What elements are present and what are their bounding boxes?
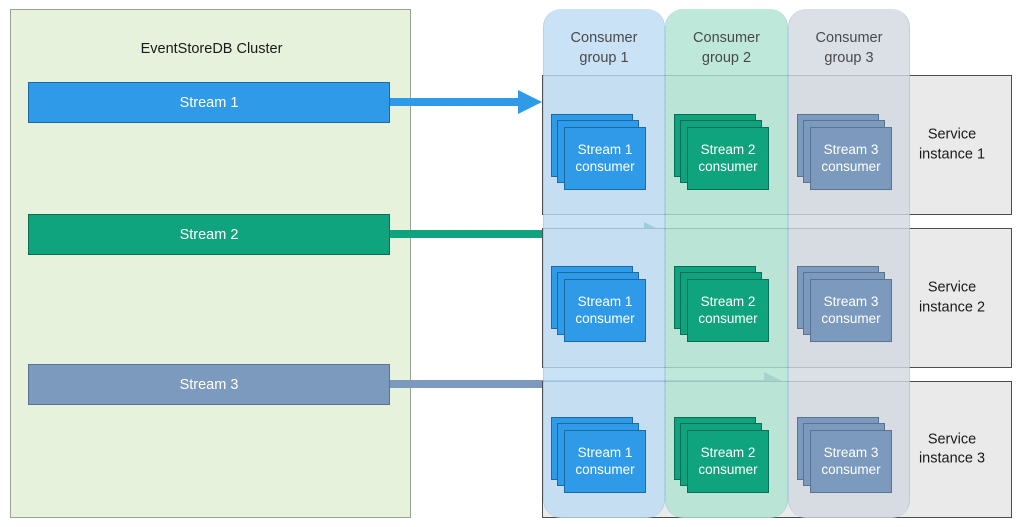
consumer-card-front[interactable]: Stream 3 consumer xyxy=(810,430,892,493)
stream-3-consumer-stack-instance-2[interactable]: Stream 3 consumer xyxy=(797,266,892,342)
consumer-card-front[interactable]: Stream 1 consumer xyxy=(564,430,646,493)
consumer-label-line2: consumer xyxy=(821,310,881,326)
consumer-card-front[interactable]: Stream 2 consumer xyxy=(687,430,769,493)
service-instance-1-line2: instance 1 xyxy=(918,146,986,162)
service-instance-2-label: Service instance 2 xyxy=(907,278,997,317)
consumer-label-line2: consumer xyxy=(698,158,758,174)
service-instance-2-line2: instance 2 xyxy=(918,299,986,315)
consumer-group-1-title: Consumer group 1 xyxy=(544,29,664,68)
consumer-label-line1: Stream 3 xyxy=(823,141,879,157)
consumer-card-front[interactable]: Stream 3 consumer xyxy=(810,127,892,190)
stream-1-bar[interactable]: Stream 1 xyxy=(28,82,390,123)
stream-3-consumer-stack-instance-3[interactable]: Stream 3 consumer xyxy=(797,417,892,493)
consumer-label-line1: Stream 3 xyxy=(823,444,879,460)
consumer-label-line2: consumer xyxy=(821,158,881,174)
service-instance-1-label: Service instance 1 xyxy=(907,125,997,164)
consumer-label-line1: Stream 1 xyxy=(577,141,633,157)
consumer-label-line1: Stream 2 xyxy=(700,293,756,309)
consumer-group-2-line1: Consumer xyxy=(693,30,760,46)
stream-3-bar[interactable]: Stream 3 xyxy=(28,364,390,405)
service-instance-1-line1: Service xyxy=(927,126,977,143)
service-instance-3-line1: Service xyxy=(927,430,977,447)
consumer-label-line1: Stream 2 xyxy=(700,141,756,157)
consumer-group-3-line2: group 3 xyxy=(824,49,874,66)
consumer-label-line2: consumer xyxy=(575,310,635,326)
stream-1-arrow-head-icon xyxy=(518,90,542,114)
consumer-card-front[interactable]: Stream 2 consumer xyxy=(687,279,769,342)
stream-2-arrow-shaft xyxy=(390,230,644,238)
stream-1-arrow-shaft xyxy=(390,98,518,106)
consumer-group-2-line2: group 2 xyxy=(701,49,752,66)
consumer-label-line2: consumer xyxy=(575,158,635,174)
consumer-card-front[interactable]: Stream 3 consumer xyxy=(810,279,892,342)
stream-1-consumer-stack-instance-2[interactable]: Stream 1 consumer xyxy=(551,266,646,342)
consumer-group-1-line1: Consumer xyxy=(570,30,638,46)
consumer-group-3-line1: Consumer xyxy=(815,30,883,46)
consumer-label-line2: consumer xyxy=(698,310,758,326)
stream-2-consumer-stack-instance-1[interactable]: Stream 2 consumer xyxy=(674,114,769,190)
stream-2-consumer-stack-instance-3[interactable]: Stream 2 consumer xyxy=(674,417,769,493)
service-instance-3-line2: instance 3 xyxy=(918,450,986,467)
consumer-label-line2: consumer xyxy=(698,461,758,477)
stream-1-consumer-stack-instance-1[interactable]: Stream 1 consumer xyxy=(551,114,646,190)
stream-2-consumer-stack-instance-2[interactable]: Stream 2 consumer xyxy=(674,266,769,342)
consumer-label-line1: Stream 3 xyxy=(823,293,879,309)
stream-2-label: Stream 2 xyxy=(179,226,239,243)
consumer-label-line1: Stream 1 xyxy=(577,444,633,460)
stream-2-bar[interactable]: Stream 2 xyxy=(28,214,390,255)
consumer-card-front[interactable]: Stream 2 consumer xyxy=(687,127,769,190)
service-instance-3-label: Service instance 3 xyxy=(907,430,997,469)
consumer-label-line2: consumer xyxy=(821,461,881,477)
service-instance-2-line1: Service xyxy=(927,279,977,296)
consumer-label-line1: Stream 2 xyxy=(700,444,756,460)
stream-1-consumer-stack-instance-3[interactable]: Stream 1 consumer xyxy=(551,417,646,493)
stream-3-label: Stream 3 xyxy=(179,376,239,393)
consumer-label-line1: Stream 1 xyxy=(577,293,633,309)
consumer-group-1-line2: group 1 xyxy=(579,49,629,66)
consumer-group-3-title: Consumer group 3 xyxy=(789,29,909,68)
consumer-label-line2: consumer xyxy=(575,461,635,477)
stream-3-consumer-stack-instance-1[interactable]: Stream 3 consumer xyxy=(797,114,892,190)
cluster-title: EventStoreDB Cluster xyxy=(140,41,283,57)
consumer-card-front[interactable]: Stream 1 consumer xyxy=(564,127,646,190)
consumer-group-2-title: Consumer group 2 xyxy=(666,29,787,68)
consumer-card-front[interactable]: Stream 1 consumer xyxy=(564,279,646,342)
stream-1-label: Stream 1 xyxy=(179,94,239,111)
